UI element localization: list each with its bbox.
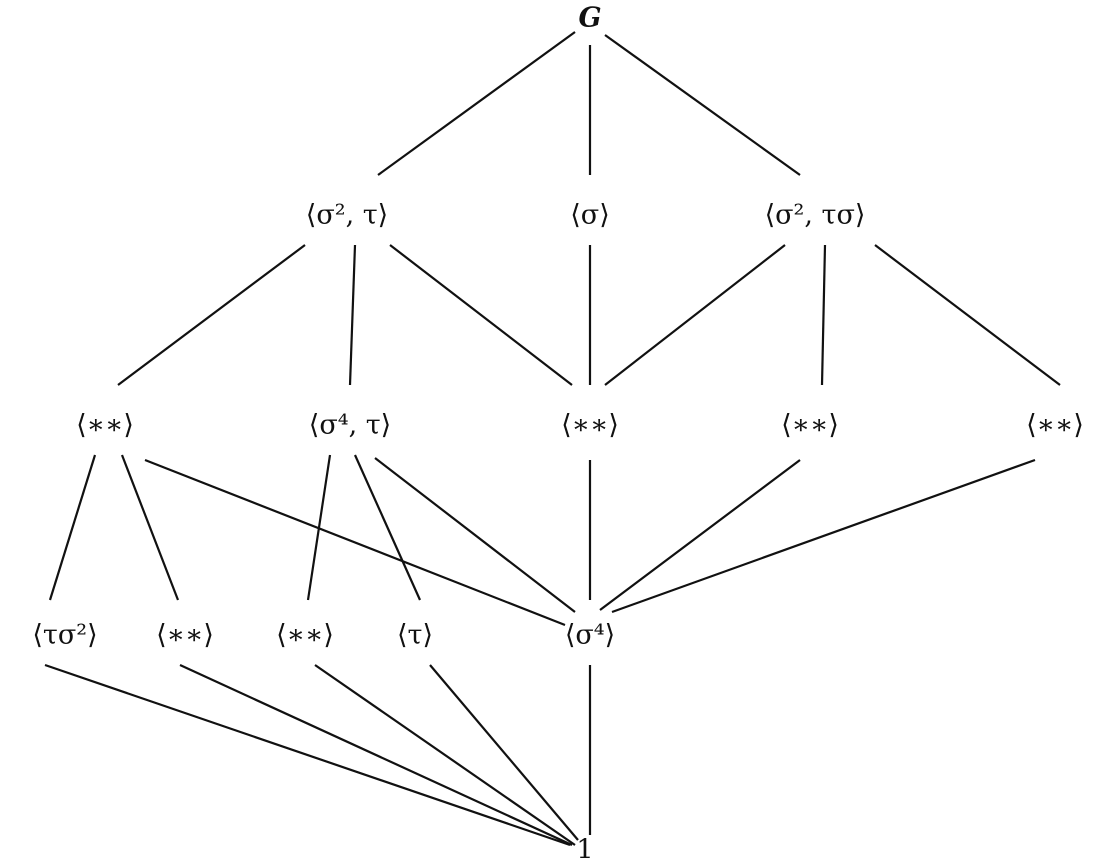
node-b2: ⟨∗∗⟩ (276, 619, 334, 651)
edge-G-s2t (377, 31, 576, 176)
node-b1: ⟨∗∗⟩ (156, 619, 214, 651)
edge-b1-one (179, 664, 573, 846)
edge-s4t-b2 (306, 454, 332, 601)
node-a1: ⟨∗∗⟩ (76, 409, 134, 441)
edge-t-one (429, 664, 579, 841)
node-s4: ⟨σ⁴⟩ (564, 619, 616, 651)
node-one: 1 (576, 834, 594, 865)
node-G: G (578, 2, 602, 34)
edge-a3-s4 (599, 459, 801, 611)
edge-s2t-a2 (389, 244, 573, 386)
node-ts2: ⟨τσ²⟩ (32, 619, 98, 651)
node-s2ts: ⟨σ², τσ⟩ (764, 199, 866, 231)
edge-s4t-t (353, 454, 422, 601)
edge-s2ts-a2 (604, 244, 786, 386)
edge-s4t-s4 (374, 457, 576, 613)
edge-a4-s4 (611, 458, 1036, 614)
edge-a1-s4 (144, 458, 566, 627)
edge-s2t-s4t (348, 244, 357, 386)
node-a2: ⟨∗∗⟩ (561, 409, 619, 441)
edge-s2t-a1 (117, 244, 306, 386)
edge-s2ts-a4 (874, 244, 1061, 386)
edge-a1-b1 (120, 454, 180, 601)
edge-ts2-one (44, 663, 571, 847)
node-a4: ⟨∗∗⟩ (1026, 409, 1084, 441)
edge-a1-ts2 (48, 454, 97, 601)
node-a3: ⟨∗∗⟩ (781, 409, 839, 441)
node-s: ⟨σ⟩ (570, 199, 610, 231)
edge-G-s2ts (604, 34, 801, 176)
edge-s2ts-a3 (820, 244, 827, 386)
node-t: ⟨τ⟩ (396, 619, 434, 651)
node-s4t: ⟨σ⁴, τ⟩ (308, 409, 392, 441)
node-s2t: ⟨σ², τ⟩ (305, 199, 389, 231)
edge-b2-one (314, 664, 576, 846)
